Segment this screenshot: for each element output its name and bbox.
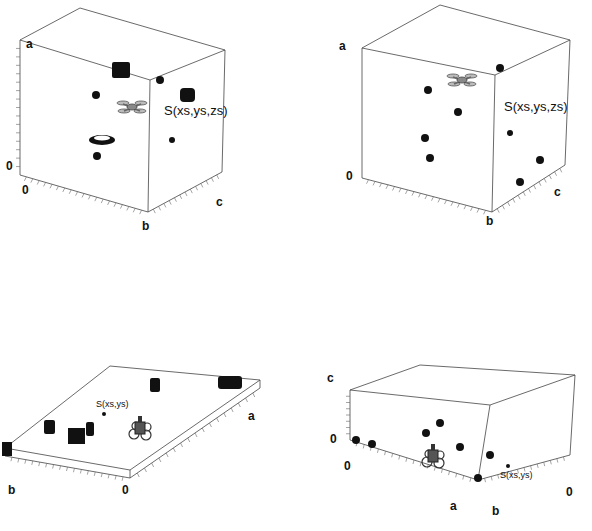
axis-label: a xyxy=(248,410,255,422)
axis-label: 0 xyxy=(330,433,337,445)
axis-label: b xyxy=(486,215,493,227)
point-label: S(xs,ys) xyxy=(500,471,533,480)
point-label: S(xs,ys,zs) xyxy=(164,104,228,117)
point-label: S(xs,ys,zs) xyxy=(504,100,568,113)
axis-label: b xyxy=(142,220,149,232)
axis-label: 0 xyxy=(6,160,13,172)
axis-label: 0 xyxy=(122,484,129,496)
axis-label: b xyxy=(492,505,499,517)
axis-label: 0 xyxy=(22,184,29,196)
axis-label: 0 xyxy=(346,170,353,182)
axis-label: b xyxy=(8,484,15,496)
axis-label: c xyxy=(327,372,334,384)
axis-label: 0 xyxy=(566,486,573,498)
axis-label: 0 xyxy=(344,460,351,472)
point-label: S(xs,ys) xyxy=(96,400,129,409)
axis-label: c xyxy=(554,186,561,198)
axis-label: a xyxy=(26,38,33,50)
axis-label: c xyxy=(216,196,223,208)
axis-label: a xyxy=(450,500,457,512)
axis-label: a xyxy=(339,40,346,52)
